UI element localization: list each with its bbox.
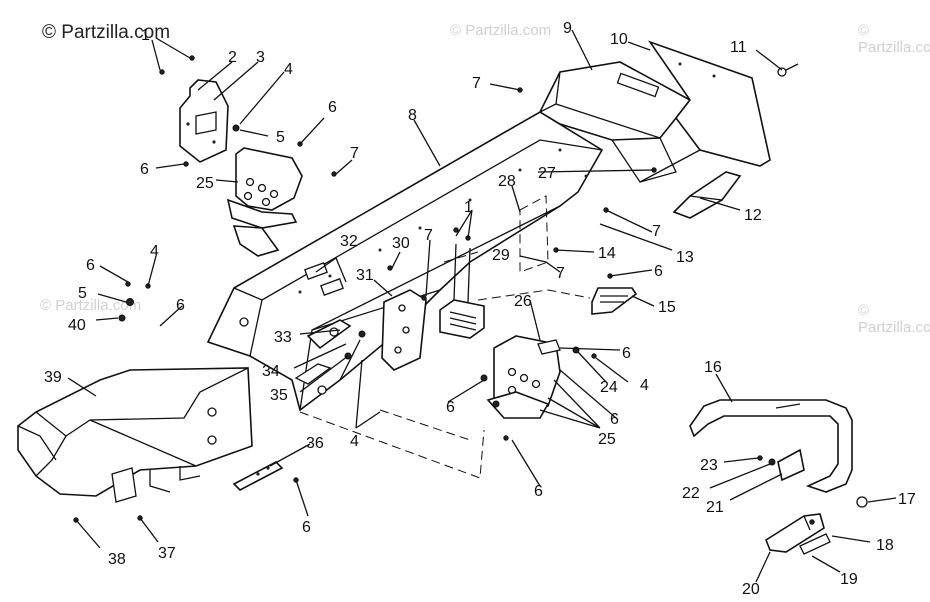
brace-part — [294, 319, 352, 385]
callout-23: 23 — [700, 457, 718, 474]
callout-1: 1 — [464, 199, 473, 216]
side-plate-part — [486, 335, 561, 419]
callout-7: 7 — [652, 223, 661, 240]
callout-5: 5 — [276, 129, 285, 146]
callout-6: 6 — [610, 411, 619, 428]
callout-16: 16 — [704, 359, 722, 376]
bumper-clamp-part — [777, 448, 805, 482]
bushing-part — [537, 339, 561, 355]
rear-tunnel-part — [538, 61, 692, 141]
callout-6: 6 — [176, 297, 185, 314]
bumper-bracket-part — [672, 171, 742, 219]
callout-6: 6 — [534, 483, 543, 500]
callout-40: 40 — [68, 317, 86, 334]
watermark-main: © Partzilla.com — [42, 22, 171, 43]
callout-4: 4 — [640, 377, 649, 394]
callout-18: 18 — [876, 537, 894, 554]
callout-29: 29 — [492, 247, 510, 264]
bracket-part — [179, 79, 229, 163]
callout-27: 27 — [538, 165, 556, 182]
watermark-faint: © Partzilla.com — [858, 22, 930, 56]
callout-21: 21 — [706, 499, 724, 516]
callout-9: 9 — [563, 20, 572, 37]
callout-6: 6 — [446, 399, 455, 416]
callout-17: 17 — [898, 491, 916, 508]
callout-6: 6 — [328, 99, 337, 116]
callout-8: 8 — [408, 107, 417, 124]
callout-28: 28 — [498, 173, 516, 190]
callout-5: 5 — [78, 285, 87, 302]
callout-39: 39 — [44, 369, 62, 386]
mount-plate-part — [226, 147, 303, 257]
watermark-faint: © Partzilla.com — [40, 297, 142, 314]
snow-flap-part — [647, 40, 771, 167]
callout-19: 19 — [840, 571, 858, 588]
callout-6: 6 — [622, 345, 631, 362]
watermark-faint: © Partzilla.com — [858, 302, 930, 336]
callout-1: 1 — [141, 27, 150, 44]
callout-7: 7 — [556, 265, 565, 282]
fastener-group — [73, 55, 815, 525]
callout-4: 4 — [350, 433, 359, 450]
nut-part — [856, 496, 868, 508]
strap-part — [232, 461, 284, 491]
callout-6: 6 — [302, 519, 311, 536]
callout-6: 6 — [140, 161, 149, 178]
watermark-faint: © Partzilla.com — [450, 22, 552, 39]
callout-2: 2 — [228, 49, 237, 66]
callout-37: 37 — [158, 545, 176, 562]
callout-32: 32 — [340, 233, 358, 250]
callout-10: 10 — [610, 31, 628, 48]
callout-15: 15 — [658, 299, 676, 316]
callout-26: 26 — [514, 293, 532, 310]
gusset-part — [381, 289, 427, 371]
callout-labels: 1 2 3 4 5 6 6 7 25 7 8 9 10 11 27 28 12 … — [44, 20, 916, 598]
footrest-bracket-part — [591, 287, 638, 315]
callout-14: 14 — [598, 245, 616, 262]
callout-12: 12 — [744, 207, 762, 224]
callout-11: 11 — [730, 39, 747, 56]
leader-lines — [67, 29, 897, 583]
callout-38: 38 — [108, 551, 126, 568]
callout-36: 36 — [306, 435, 324, 452]
callout-25: 25 — [598, 431, 616, 448]
callout-7: 7 — [350, 145, 359, 162]
callout-25: 25 — [196, 175, 214, 192]
callout-7: 7 — [424, 227, 433, 244]
callout-4: 4 — [284, 61, 293, 78]
callout-34: 34 — [262, 363, 280, 380]
callout-22: 22 — [682, 485, 700, 502]
callout-33: 33 — [274, 329, 292, 346]
callout-6: 6 — [654, 263, 663, 280]
callout-31: 31 — [356, 267, 374, 284]
callout-13: 13 — [676, 249, 694, 266]
callout-7: 7 — [472, 75, 481, 92]
hitch-part — [765, 513, 831, 555]
callout-3: 3 — [256, 49, 265, 66]
screw-part — [777, 63, 799, 77]
rear-bumper-part — [689, 399, 853, 493]
callout-4: 4 — [150, 243, 159, 260]
callout-35: 35 — [270, 387, 288, 404]
callout-6: 6 — [86, 257, 95, 274]
front-nose-part — [17, 367, 253, 503]
callout-30: 30 — [392, 235, 410, 252]
steering-post-part — [439, 243, 485, 339]
callout-24: 24 — [600, 379, 618, 396]
callout-20: 20 — [742, 581, 760, 598]
